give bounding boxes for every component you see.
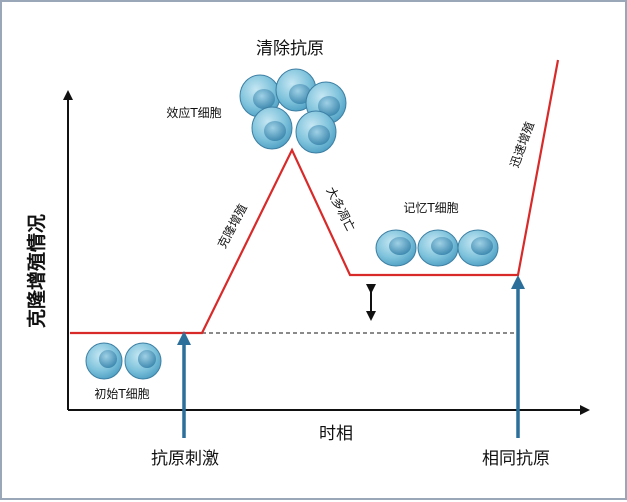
naive-cell-icon (124, 342, 162, 380)
rapid-label: 迅速增殖 (507, 119, 538, 169)
memory-cell-icon (375, 229, 417, 267)
naive-label: 初始T细胞 (94, 387, 149, 401)
memory-cell-icon (457, 229, 499, 267)
y-axis-label: 克隆增殖情况 (25, 214, 48, 328)
same-antigen-label: 相同抗原 (482, 449, 550, 469)
effector-t-cells (239, 68, 347, 154)
expansion-label: 克隆增殖 (214, 201, 250, 250)
effector-cell-icon (251, 106, 293, 150)
naive-t-cells (85, 342, 162, 380)
memory-cell-icon (417, 229, 459, 267)
memory-t-cells (375, 229, 499, 267)
peak-label: 清除抗原 (256, 39, 324, 59)
effector-label: 效应T细胞 (166, 105, 221, 120)
naive-cell-icon (85, 342, 123, 380)
x-axis-label: 时相 (319, 424, 353, 444)
effector-cell-icon (295, 110, 337, 154)
memory-label: 记忆T细胞 (403, 201, 458, 215)
antigen-stimulation-label: 抗原刺激 (151, 449, 219, 469)
